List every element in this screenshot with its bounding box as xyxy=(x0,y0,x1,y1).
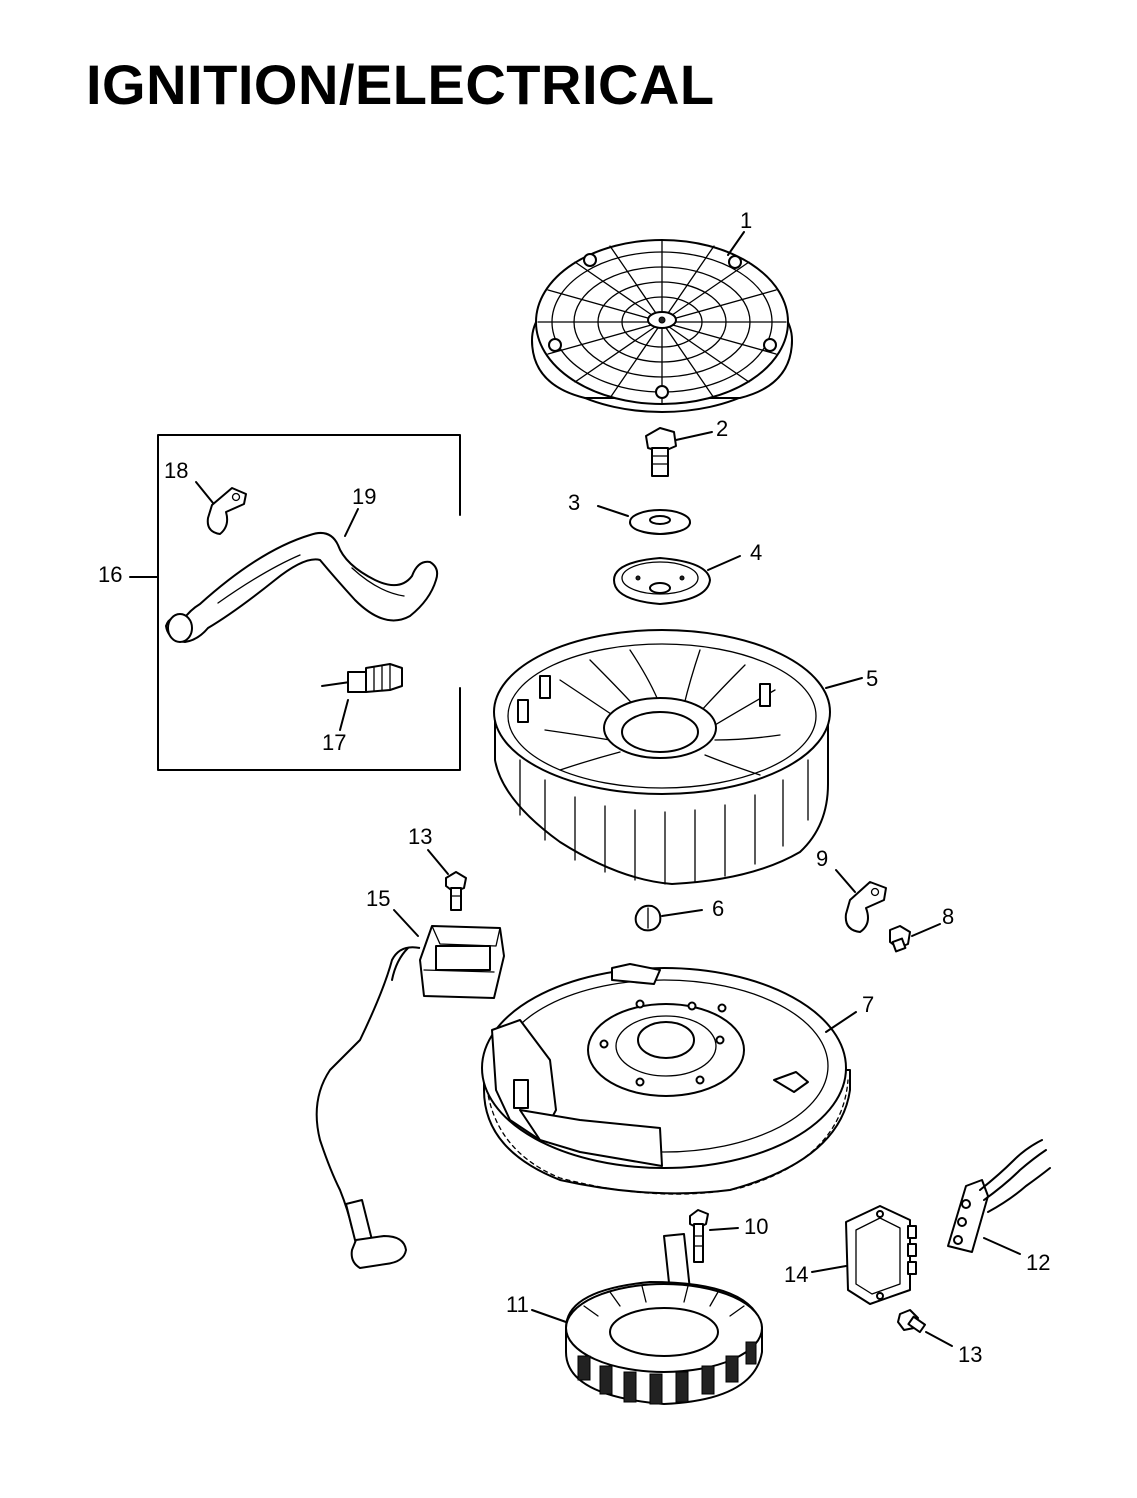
part-11-stator[interactable] xyxy=(531,1233,763,1405)
part-6-key[interactable] xyxy=(634,904,703,932)
callout-2: 2 xyxy=(716,416,728,441)
callout-6: 6 xyxy=(712,896,724,921)
part-13-screw-top[interactable] xyxy=(427,849,467,911)
part-8-screw[interactable] xyxy=(889,923,941,953)
callout-5: 5 xyxy=(866,666,878,691)
callout-13-top: 13 xyxy=(408,824,432,849)
kit-box-16 xyxy=(129,434,461,771)
page-title: IGNITION/ELECTRICAL xyxy=(86,53,715,116)
part-3-washer[interactable] xyxy=(597,505,691,535)
callout-3: 3 xyxy=(568,490,580,515)
part-12-connector[interactable] xyxy=(947,1139,1051,1255)
callout-8: 8 xyxy=(942,904,954,929)
callout-1: 1 xyxy=(740,208,752,233)
part-14-rectifier-regulator[interactable] xyxy=(811,1205,917,1305)
part-1-grass-screen[interactable] xyxy=(531,231,793,413)
part-18-clip[interactable] xyxy=(195,481,247,535)
part-4-fan-retainer[interactable] xyxy=(613,555,741,605)
callout-13-bottom: 13 xyxy=(958,1342,982,1367)
callout-19: 19 xyxy=(352,484,376,509)
part-15-ignition-module[interactable] xyxy=(315,909,505,1269)
callout-17: 17 xyxy=(322,730,346,755)
callout-9: 9 xyxy=(816,846,828,871)
callout-18: 18 xyxy=(164,458,188,483)
callout-10: 10 xyxy=(744,1214,768,1239)
part-10-screw[interactable] xyxy=(689,1209,739,1263)
part-17-spark-plug[interactable] xyxy=(321,663,403,731)
part-13-screw-bottom[interactable] xyxy=(897,1309,953,1347)
part-19-breather-hose[interactable] xyxy=(165,508,439,643)
callout-14: 14 xyxy=(784,1262,808,1287)
part-9-clip[interactable] xyxy=(835,869,887,933)
callout-12: 12 xyxy=(1026,1250,1050,1275)
callout-7: 7 xyxy=(862,992,874,1017)
part-5-cooling-fan[interactable] xyxy=(493,629,863,885)
callout-labels: 1 2 3 4 5 6 7 8 9 10 11 12 13 13 14 15 1… xyxy=(98,208,1050,1367)
part-7-flywheel[interactable] xyxy=(481,963,857,1195)
callout-15: 15 xyxy=(366,886,390,911)
callout-11: 11 xyxy=(506,1292,529,1317)
callout-16: 16 xyxy=(98,562,122,587)
callout-4: 4 xyxy=(750,540,762,565)
part-2-flywheel-bolt[interactable] xyxy=(645,427,713,477)
